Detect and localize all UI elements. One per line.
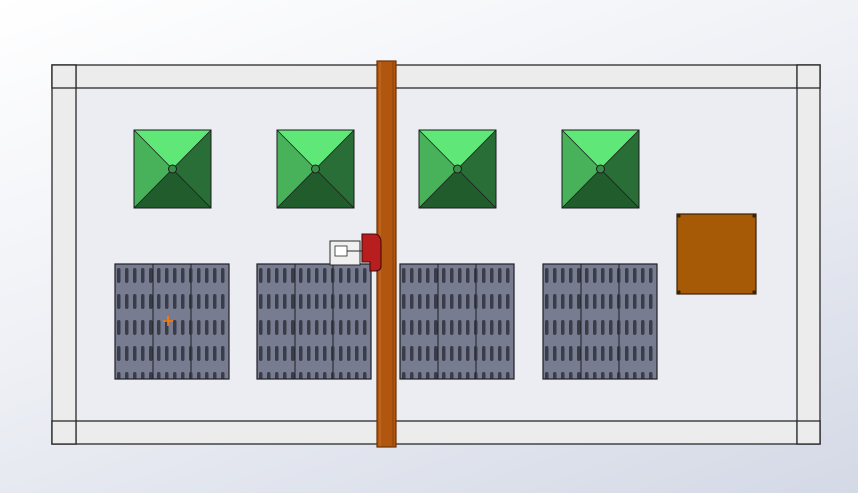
pyramid-hood-icon xyxy=(276,129,355,209)
battery-module-slots xyxy=(295,264,333,379)
battery-module-slots xyxy=(400,264,438,379)
air-unit-4[interactable] xyxy=(561,129,640,209)
battery-module-slots xyxy=(257,264,295,379)
battery-racks[interactable] xyxy=(114,263,658,380)
battery-rack-3[interactable] xyxy=(399,263,515,380)
pyramid-hood-icon xyxy=(418,129,497,209)
battery-module-slots xyxy=(619,264,657,379)
frame-left-post[interactable] xyxy=(51,64,77,445)
air-units[interactable] xyxy=(133,129,640,209)
air-unit-2[interactable] xyxy=(276,129,355,209)
frame-corner-top-left xyxy=(51,64,77,89)
rack-outline xyxy=(399,263,515,380)
air-unit-1[interactable] xyxy=(133,129,212,209)
valve-body xyxy=(361,233,382,272)
valve-icon xyxy=(329,233,382,272)
frame-corner-bottom-right xyxy=(796,420,821,445)
pyramid-hood-icon xyxy=(133,129,212,209)
frame-corner-bottom-left xyxy=(51,420,77,445)
rack-outline xyxy=(542,263,658,380)
frame-bottom-rail[interactable] xyxy=(51,420,821,445)
battery-module-slots xyxy=(115,264,153,379)
battery-module-slots xyxy=(543,264,581,379)
valve-assembly[interactable] xyxy=(329,233,382,272)
control-box[interactable] xyxy=(676,213,757,295)
battery-module-slots xyxy=(438,264,476,379)
battery-rack-1[interactable] xyxy=(114,263,230,380)
frame-corner-top-right xyxy=(796,64,821,89)
frame-top-rail[interactable] xyxy=(51,64,821,89)
battery-module-slots xyxy=(476,264,514,379)
air-unit-3[interactable] xyxy=(418,129,497,209)
frame-right-post[interactable] xyxy=(796,64,821,445)
battery-module-slots xyxy=(333,264,371,379)
battery-rack-2[interactable] xyxy=(256,263,372,380)
rack-outline xyxy=(114,263,230,380)
rack-outline xyxy=(256,263,372,380)
pyramid-hood-icon xyxy=(561,129,640,209)
origin-cross-icon xyxy=(163,316,173,326)
battery-module-slots xyxy=(191,264,229,379)
battery-rack-4[interactable] xyxy=(542,263,658,380)
battery-module-slots xyxy=(581,264,619,379)
divider-beam[interactable] xyxy=(376,60,397,448)
